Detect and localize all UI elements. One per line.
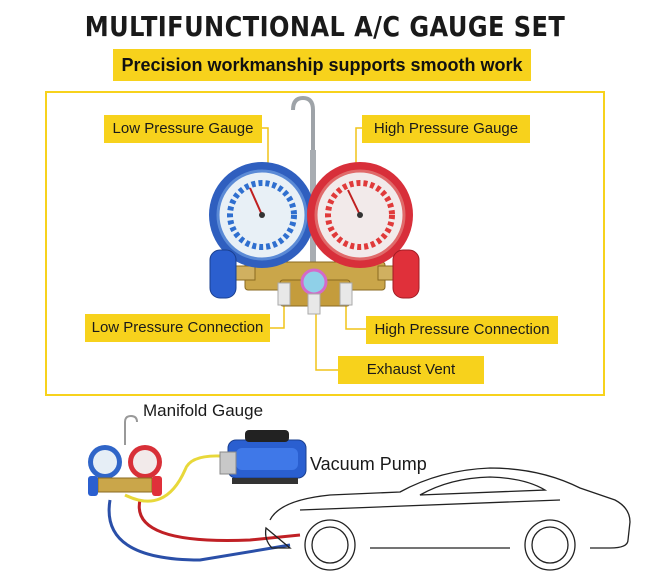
red-hose	[137, 499, 301, 542]
gauge-set-main	[209, 95, 420, 315]
high-pressure-gauge-label: High Pressure Gauge	[362, 115, 530, 143]
yellow-hose	[124, 454, 232, 503]
low-knob	[209, 249, 237, 299]
product-frame	[45, 91, 605, 396]
low-gauge	[209, 162, 315, 268]
hook	[291, 95, 315, 150]
leader-low-connection	[270, 300, 285, 329]
leader-lines	[262, 127, 366, 371]
center-port	[300, 268, 328, 296]
blue-hose	[107, 499, 291, 562]
subtitle-banner: Precision workmanship supports smooth wo…	[113, 49, 531, 81]
car-outline	[264, 467, 631, 571]
low-pressure-connection-label: Low Pressure Connection	[85, 314, 270, 342]
leader-exhaust	[315, 312, 338, 371]
low-pressure-gauge-label: Low Pressure Gauge	[104, 115, 262, 143]
high-knob	[392, 249, 420, 299]
leader-high-connection	[345, 302, 366, 330]
high-gauge	[307, 162, 413, 268]
leader-low-gauge	[262, 127, 269, 178]
manifold-gauge-label: Manifold Gauge	[143, 401, 264, 420]
main-title: MULTIFUNCTIONAL A/C GAUGE SET	[84, 10, 566, 43]
system-diagram	[88, 414, 631, 571]
vacuum-pump-label: Vacuum Pump	[310, 454, 427, 474]
high-pressure-connection-label: High Pressure Connection	[366, 316, 558, 344]
vacuum-pump-art	[219, 430, 307, 484]
exhaust-vent-label: Exhaust Vent	[338, 356, 484, 384]
